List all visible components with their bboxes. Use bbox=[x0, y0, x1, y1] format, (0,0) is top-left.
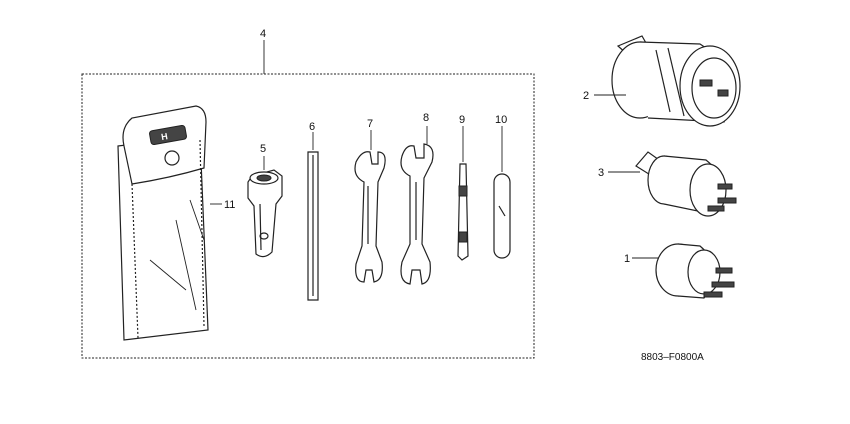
rod-part-6 bbox=[307, 151, 319, 301]
callout-5: 5 bbox=[260, 143, 266, 155]
grip-part-10 bbox=[493, 173, 511, 259]
callout-9: 9 bbox=[459, 114, 465, 126]
wrench-part-8 bbox=[400, 143, 434, 285]
diagram-code: 8803–F0800A bbox=[641, 352, 704, 363]
tool-kit-frame bbox=[81, 73, 535, 359]
callout-3: 3 bbox=[598, 167, 604, 179]
callout-1: 1 bbox=[624, 253, 630, 265]
pouch-logo: H bbox=[160, 131, 168, 142]
callout-11: 11 bbox=[224, 199, 235, 211]
callout-4: 4 bbox=[260, 28, 266, 40]
twist-lock-plug-part-2 bbox=[611, 35, 741, 127]
straight-plug-part-1 bbox=[655, 243, 735, 299]
callout-10: 10 bbox=[495, 114, 507, 126]
wrench-part-7 bbox=[354, 151, 386, 283]
tool-pouch-part-11: H bbox=[117, 105, 209, 341]
spark-plug-wrench-part-5 bbox=[247, 169, 283, 258]
callout-8: 8 bbox=[423, 112, 429, 124]
callout-2: 2 bbox=[583, 90, 589, 102]
twist-lock-plug-part-3 bbox=[635, 151, 737, 217]
screwdriver-part-9 bbox=[457, 163, 469, 261]
callout-7: 7 bbox=[367, 118, 373, 130]
callout-6: 6 bbox=[309, 121, 315, 133]
